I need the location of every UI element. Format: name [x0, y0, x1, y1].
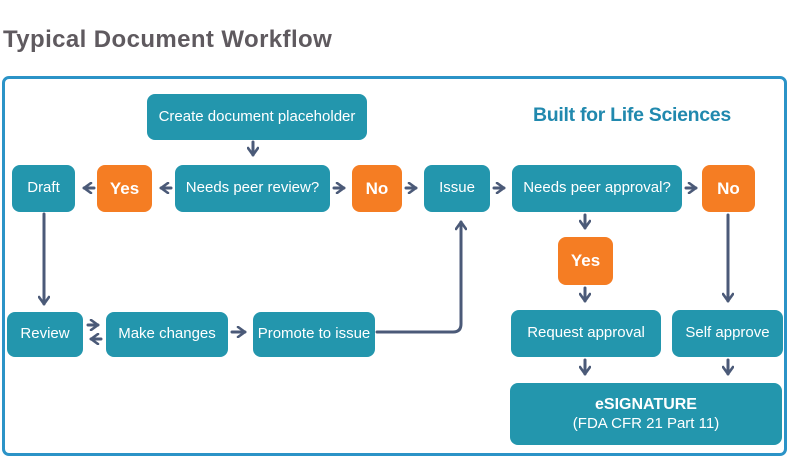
node-needs-peer-review: Needs peer review? [175, 165, 330, 212]
node-create-document-placeholder: Create document placeholder [147, 94, 367, 140]
esignature-title: eSIGNATURE [595, 395, 697, 413]
node-no-peer-review: No [352, 165, 402, 212]
node-draft: Draft [12, 165, 75, 212]
node-make-changes: Make changes [106, 312, 228, 357]
node-no-peer-approval: No [702, 165, 755, 212]
node-review: Review [7, 312, 83, 357]
page-title: Typical Document Workflow [3, 26, 333, 53]
node-request-approval: Request approval [511, 310, 661, 357]
node-issue: Issue [424, 165, 490, 212]
node-yes-peer-approval: Yes [558, 237, 613, 285]
node-yes-peer-review: Yes [97, 165, 152, 212]
node-needs-peer-approval: Needs peer approval? [512, 165, 682, 212]
diagram-border [2, 76, 787, 456]
node-esignature: eSIGNATURE (FDA CFR 21 Part 11) [510, 383, 782, 445]
node-promote-to-issue: Promote to issue [253, 312, 375, 357]
esignature-subtitle: (FDA CFR 21 Part 11) [572, 414, 720, 432]
tagline-built-for-life-sciences: Built for Life Sciences [533, 104, 731, 126]
node-self-approve: Self approve [672, 310, 783, 357]
